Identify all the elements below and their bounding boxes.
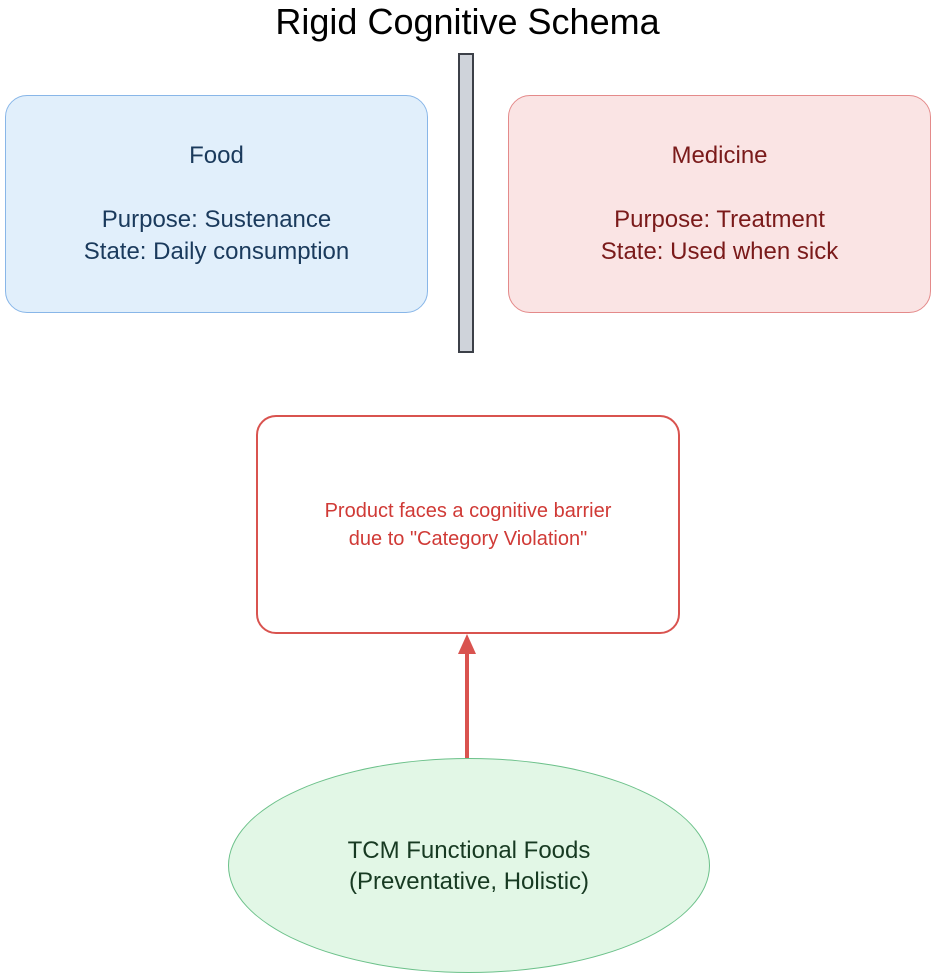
barrier-text-line-2: due to "Category Violation" (348, 527, 588, 550)
barrier-text-line-1: Product faces a cognitive barrier (324, 499, 612, 522)
food-heading: Food (189, 142, 244, 169)
food-state: State: Daily consumption (83, 238, 350, 265)
arrow-head-icon (458, 634, 476, 654)
tcm-text-line-1: TCM Functional Foods (347, 836, 591, 864)
food-box: Food Purpose: Sustenance State: Daily co… (5, 95, 428, 313)
tcm-functional-foods-ellipse: TCM Functional Foods (Preventative, Holi… (228, 758, 710, 973)
diagram-title: Rigid Cognitive Schema (275, 1, 660, 42)
tcm-text-line-2: (Preventative, Holistic) (348, 867, 590, 895)
category-divider-bar (458, 53, 474, 353)
medicine-purpose: Purpose: Treatment (614, 206, 825, 233)
food-purpose: Purpose: Sustenance (101, 206, 332, 233)
cognitive-barrier-box: Product faces a cognitive barrier due to… (256, 415, 680, 634)
medicine-heading: Medicine (671, 142, 768, 169)
medicine-state: State: Used when sick (600, 238, 839, 265)
medicine-box: Medicine Purpose: Treatment State: Used … (508, 95, 931, 313)
